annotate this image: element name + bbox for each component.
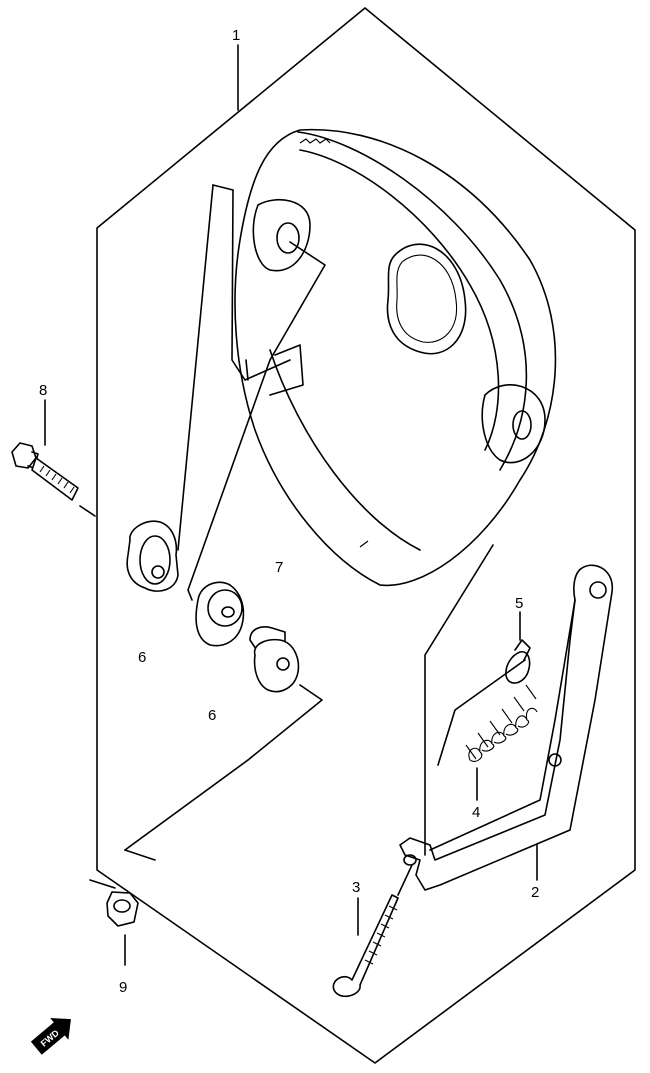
spring-part-4 (465, 684, 538, 762)
callout-4: 4 (472, 804, 480, 821)
clip-part-5 (505, 639, 531, 684)
bolt-part-8 (11, 442, 79, 501)
fwd-arrow-icon: FWD (30, 1018, 71, 1055)
nut-part-9 (89, 879, 139, 927)
callout-1: 1 (232, 27, 240, 44)
grommet-part-6b (195, 581, 245, 647)
callout-6-lower: 6 (208, 707, 216, 724)
callout-6-upper: 6 (138, 649, 146, 666)
callout-5: 5 (515, 595, 523, 612)
grommet-part-6a (126, 520, 179, 592)
collar-part-7 (249, 626, 300, 693)
screw-part-3 (332, 894, 399, 998)
callout-3: 3 (352, 879, 360, 896)
bracket-part-2 (399, 564, 613, 891)
assembly-frame (96, 7, 636, 1064)
headlamp-housing (231, 128, 557, 587)
callout-2: 2 (531, 884, 539, 901)
callout-7: 7 (275, 559, 283, 576)
callout-8: 8 (39, 382, 47, 399)
callout-9: 9 (119, 979, 127, 996)
